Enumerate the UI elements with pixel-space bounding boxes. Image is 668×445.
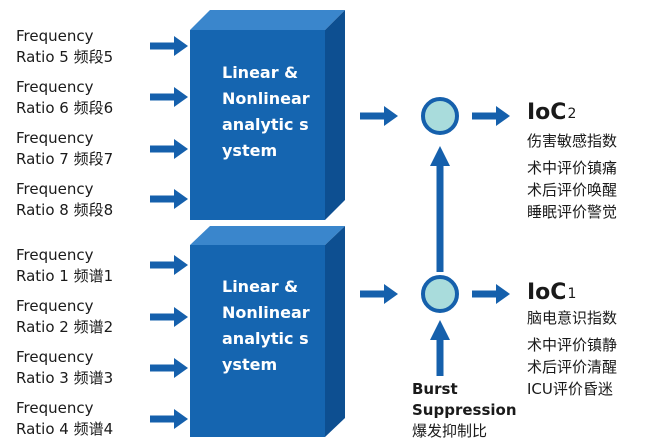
ioc1-line-2: 术后评价清醒	[527, 358, 618, 376]
ioc2-line-1: 术中评价镇痛	[527, 159, 618, 177]
ioc2-label: IoC2	[527, 100, 577, 125]
input-arrow-ratio-8	[150, 189, 188, 209]
box-top-to-node-arrow	[360, 106, 398, 126]
ioc1-label: IoC1	[527, 280, 577, 305]
processing-box-bottom	[190, 226, 345, 437]
burst-cn: 爆发抑制比	[412, 422, 488, 440]
burst-en-2: Suppression	[412, 401, 517, 419]
input-arrow-ratio-3	[150, 358, 188, 378]
ioc2-line-2: 术后评价唤醒	[527, 181, 618, 199]
input-arrow-ratio-2	[150, 307, 188, 327]
input-arrow-ratio-7	[150, 139, 188, 159]
burst-suppression-label: Burst Suppression 爆发抑制比	[412, 379, 517, 442]
node-to-ioc1-arrow	[472, 284, 510, 304]
ioc1-description: 脑电意识指数 术中评价镇静 术后评价清醒 ICU评价昏迷	[527, 307, 617, 400]
box-bottom-to-node-arrow	[360, 284, 398, 304]
input-arrow-ratio-5	[150, 36, 188, 56]
processing-box-top	[190, 10, 345, 220]
input-arrow-ratio-6	[150, 87, 188, 107]
ioc1-line-1: 术中评价镇静	[527, 336, 618, 354]
ioc2-description: 伤害敏感指数 术中评价镇痛 术后评价唤醒 睡眠评价警觉	[527, 130, 617, 223]
ioc2-line-3: 睡眠评价警觉	[527, 203, 618, 221]
burst-up-arrow	[430, 320, 450, 376]
ioc1-line-3: ICU评价昏迷	[527, 380, 613, 398]
input-arrow-ratio-1	[150, 255, 188, 275]
box-top-label: Linear & Nonlinear analytic s ystem	[222, 63, 310, 160]
combine-node-bottom	[421, 275, 459, 313]
ioc2-title: 伤害敏感指数	[527, 132, 618, 150]
box-bottom-label: Linear & Nonlinear analytic s ystem	[222, 277, 310, 374]
burst-en-1: Burst	[412, 380, 458, 398]
combine-node-top	[421, 97, 459, 135]
input-arrow-ratio-4	[150, 409, 188, 429]
ioc1-title: 脑电意识指数	[527, 309, 618, 327]
node-to-ioc2-arrow	[472, 106, 510, 126]
node-up-arrow	[430, 146, 450, 272]
